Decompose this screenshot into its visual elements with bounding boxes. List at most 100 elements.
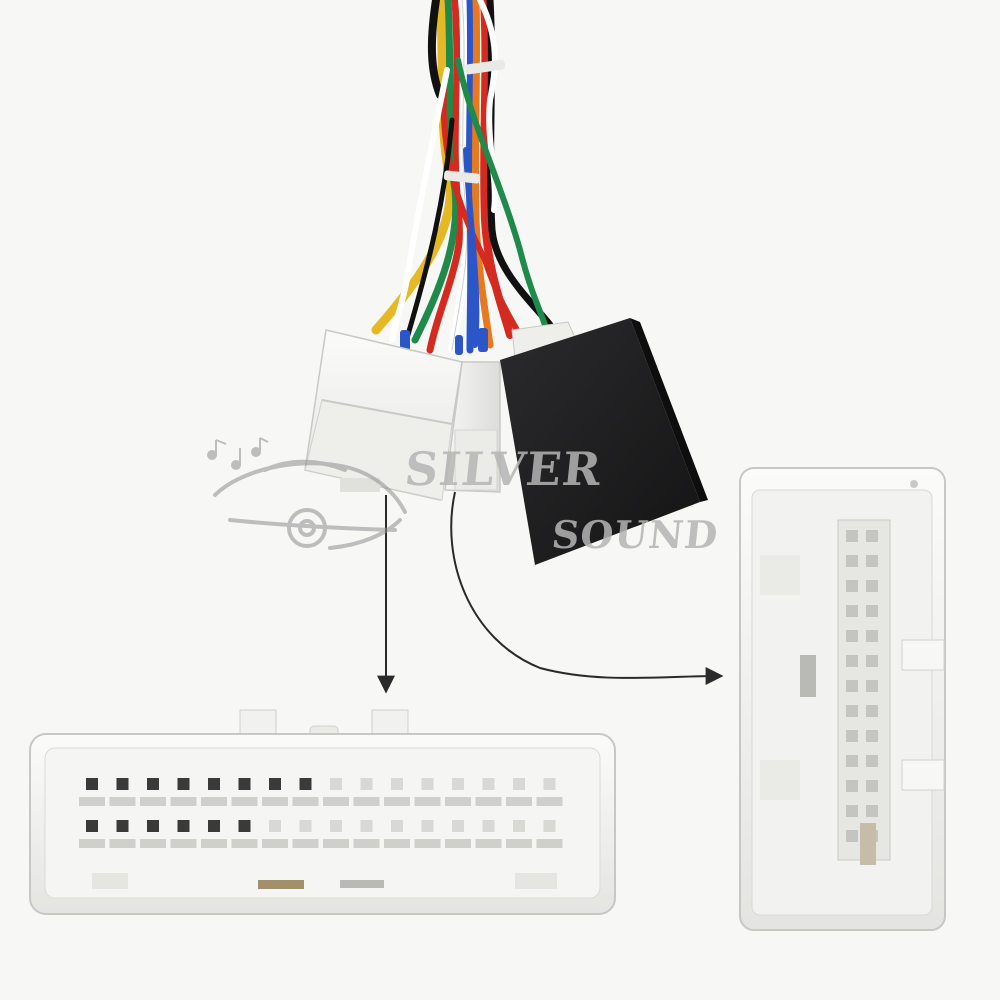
pin-latch bbox=[231, 839, 258, 848]
pin-latch bbox=[414, 797, 441, 806]
pin-cavity bbox=[513, 778, 525, 790]
pin-cavity bbox=[147, 820, 159, 832]
pin-latch bbox=[79, 797, 105, 806]
white-plug-left bbox=[304, 329, 463, 501]
pin-latch bbox=[536, 797, 563, 806]
pin-latch bbox=[201, 797, 227, 806]
side-pin bbox=[866, 655, 878, 667]
pin-cavity bbox=[147, 778, 159, 790]
pin-latch bbox=[140, 797, 166, 806]
pin-latch bbox=[79, 839, 105, 848]
pin-latch bbox=[109, 839, 136, 848]
pin-latch bbox=[475, 839, 502, 848]
pin-cavity bbox=[482, 820, 495, 832]
pin-cavity bbox=[391, 820, 403, 832]
pin-latch bbox=[506, 797, 532, 806]
wire-bundle bbox=[371, 0, 554, 354]
pin-latch bbox=[292, 839, 319, 848]
pin-cavity bbox=[238, 820, 251, 832]
side-pin bbox=[866, 580, 878, 592]
pin-grid bbox=[79, 778, 563, 848]
side-pin bbox=[846, 780, 858, 792]
pin-cavity bbox=[421, 820, 434, 832]
pin-latch bbox=[414, 839, 441, 848]
watermark-text-sound: SOUND bbox=[549, 512, 721, 557]
pin-latch bbox=[231, 797, 258, 806]
side-pin bbox=[846, 605, 858, 617]
side-pin bbox=[846, 680, 858, 692]
pin-cavity bbox=[86, 778, 98, 790]
pin-cavity bbox=[208, 778, 220, 790]
white-plug-middle bbox=[444, 361, 501, 493]
pin-cavity bbox=[177, 820, 190, 832]
pin-latch bbox=[384, 839, 410, 848]
pin-cavity bbox=[116, 778, 129, 790]
arrow-to-side-connector bbox=[450, 491, 724, 686]
side-pin bbox=[866, 530, 878, 542]
pin-cavity bbox=[299, 778, 312, 790]
black-plug bbox=[500, 318, 708, 565]
side-pin bbox=[846, 805, 858, 817]
pin-cavity bbox=[482, 778, 495, 790]
pin-latch bbox=[536, 839, 563, 848]
pin-cavity bbox=[86, 820, 98, 832]
bottom-connector bbox=[29, 709, 616, 915]
pin-latch bbox=[140, 839, 166, 848]
pin-latch bbox=[201, 839, 227, 848]
pin-latch bbox=[323, 797, 349, 806]
pin-latch bbox=[475, 797, 502, 806]
pin-latch bbox=[170, 839, 197, 848]
pin-cavity bbox=[269, 778, 281, 790]
pin-cavity bbox=[421, 778, 434, 790]
side-pin bbox=[846, 830, 858, 842]
pin-cavity bbox=[360, 778, 373, 790]
pin-cavity bbox=[360, 820, 373, 832]
side-pin bbox=[866, 755, 878, 767]
pin-latch bbox=[170, 797, 197, 806]
car-icon bbox=[213, 459, 407, 550]
pin-cavity bbox=[299, 820, 312, 832]
side-pin bbox=[846, 580, 858, 592]
side-pin bbox=[866, 680, 878, 692]
side-pin bbox=[846, 530, 858, 542]
side-pin-column bbox=[846, 530, 878, 842]
pin-cavity bbox=[513, 820, 525, 832]
side-pin bbox=[866, 630, 878, 642]
pin-latch bbox=[262, 839, 288, 848]
side-pin bbox=[866, 780, 878, 792]
pin-cavity bbox=[543, 820, 556, 832]
pin-latch bbox=[109, 797, 136, 806]
side-pin bbox=[866, 730, 878, 742]
pin-cavity bbox=[116, 820, 129, 832]
pin-cavity bbox=[208, 820, 220, 832]
pin-cavity bbox=[330, 820, 342, 832]
music-notes-icon bbox=[207, 437, 269, 470]
pin-latch bbox=[384, 797, 410, 806]
side-connector bbox=[739, 467, 946, 931]
pin-latch bbox=[353, 839, 380, 848]
pin-latch bbox=[323, 839, 349, 848]
side-pin bbox=[846, 555, 858, 567]
cable-ties bbox=[443, 59, 506, 184]
pin-cavity bbox=[330, 778, 342, 790]
pin-cavity bbox=[452, 820, 464, 832]
side-pin bbox=[866, 555, 878, 567]
pin-latch bbox=[292, 797, 319, 806]
side-pin bbox=[866, 605, 878, 617]
pin-cavity bbox=[177, 778, 190, 790]
side-pin bbox=[866, 805, 878, 817]
pin-latch bbox=[506, 839, 532, 848]
watermark-text-silver: SILVER bbox=[402, 442, 605, 496]
pin-cavity bbox=[391, 778, 403, 790]
side-pin bbox=[846, 705, 858, 717]
pin-latch bbox=[445, 839, 471, 848]
pin-cavity bbox=[543, 778, 556, 790]
pin-cavity bbox=[269, 820, 281, 832]
side-pin bbox=[866, 705, 878, 717]
pin-cavity bbox=[238, 778, 251, 790]
side-pin bbox=[846, 755, 858, 767]
wire-crimps bbox=[400, 328, 488, 355]
pin-latch bbox=[353, 797, 380, 806]
pin-latch bbox=[445, 797, 471, 806]
